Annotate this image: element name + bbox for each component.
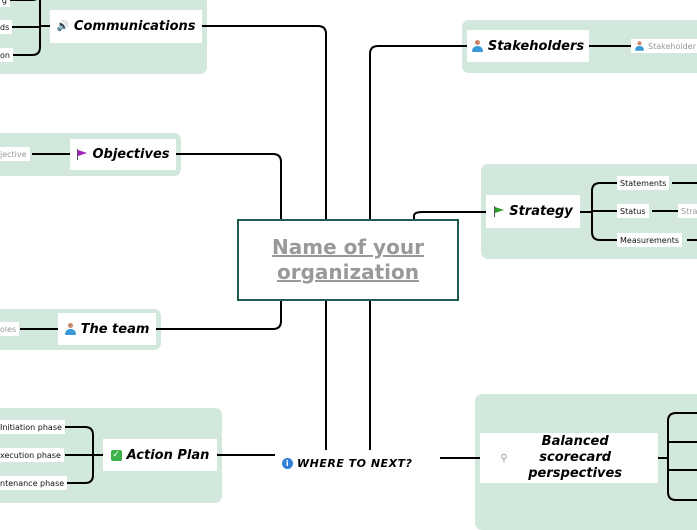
child-label: Statements: [620, 178, 667, 188]
communications-child[interactable]: g: [0, 0, 10, 7]
speaker-icon: 🔊: [56, 21, 69, 32]
topic-stakeholders[interactable]: Stakeholders: [467, 30, 589, 62]
where-to-next[interactable]: i WHERE TO NEXT?: [282, 457, 412, 470]
magnifier-icon: ⚲: [500, 452, 508, 464]
child-label: on: [0, 50, 10, 60]
strategy-child-measurements[interactable]: Measurements: [617, 233, 683, 247]
communications-child[interactable]: ds: [0, 20, 13, 34]
child-label: oles: [0, 324, 17, 334]
topic-balanced-scorecard[interactable]: ⚲ Balanced scorecard perspectives: [480, 433, 658, 483]
strategy-child-statements[interactable]: Statements: [617, 176, 670, 190]
team-child[interactable]: oles: [0, 322, 20, 336]
topic-label: Strategy: [509, 204, 573, 219]
central-topic[interactable]: Name of your organization: [237, 219, 459, 301]
child-label: Stra: [681, 206, 697, 216]
topic-label: Communications: [73, 19, 196, 34]
action-plan-child[interactable]: xecution phase: [0, 448, 64, 462]
person-icon: [64, 323, 76, 335]
where-to-next-label: WHERE TO NEXT?: [297, 457, 413, 470]
stakeholders-child[interactable]: Stakeholder: [631, 39, 697, 53]
child-label: jective: [0, 149, 27, 159]
person-icon: [471, 40, 483, 52]
topic-label: Stakeholders: [487, 38, 585, 54]
topic-action-plan[interactable]: ✓ Action Plan: [103, 439, 217, 471]
child-label: Measurements: [620, 235, 680, 245]
child-label: Initiation phase: [0, 422, 62, 432]
topic-label: Action Plan: [126, 447, 210, 463]
central-title: Name of your organization: [272, 235, 424, 284]
child-label: xecution phase: [0, 450, 61, 460]
child-label: ds: [0, 22, 10, 32]
topic-label: Balanced scorecard perspectives: [528, 434, 623, 481]
checkbox-icon: ✓: [110, 449, 122, 461]
child-label: Stakeholder: [648, 41, 696, 51]
strategy-child-status[interactable]: Status: [617, 204, 649, 218]
child-label: ntenance phase: [0, 478, 65, 488]
topic-label: Objectives: [92, 147, 170, 162]
flag-icon: [493, 206, 505, 217]
topic-label: The team: [80, 321, 150, 337]
topic-strategy[interactable]: Strategy: [486, 195, 580, 228]
child-label: Status: [620, 206, 646, 216]
action-plan-child[interactable]: ntenance phase: [0, 476, 68, 490]
objectives-child[interactable]: jective: [0, 147, 30, 161]
topic-objectives[interactable]: Objectives: [70, 139, 176, 170]
topic-communications[interactable]: 🔊 Communications: [50, 10, 202, 43]
communications-child[interactable]: on: [0, 48, 13, 62]
child-label: g: [1, 0, 7, 5]
info-icon: i: [282, 458, 293, 469]
status-child[interactable]: Stra: [678, 204, 697, 218]
action-plan-child[interactable]: Initiation phase: [0, 420, 65, 434]
person-icon: [635, 41, 644, 51]
topic-team[interactable]: The team: [58, 313, 156, 345]
flag-icon: [76, 149, 88, 160]
